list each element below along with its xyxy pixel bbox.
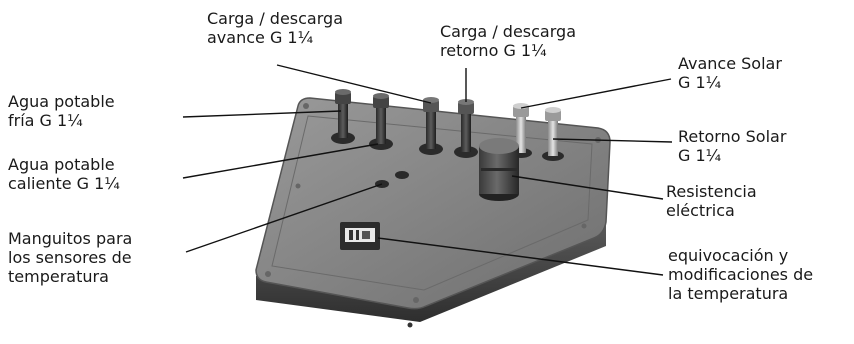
leader-manguitos [185, 183, 383, 253]
thermostat-window [340, 222, 380, 250]
fitting-carga-retorno [454, 99, 478, 158]
label-retorno-solar: Retorno Solar G 1¼ [678, 127, 787, 165]
fitting-agua-fria [331, 89, 355, 144]
fitting-retorno-solar [542, 107, 564, 161]
leader-retorno-solar [552, 138, 673, 143]
leader-lines [182, 64, 673, 276]
leader-agua-fria [182, 110, 342, 118]
label-manguitos: Manguitos para los sensores de temperatu… [8, 229, 133, 286]
label-equivocacion: equivocación y modificaciones de la temp… [668, 246, 814, 303]
leader-equivocacion [377, 237, 664, 276]
leader-avance-solar [520, 78, 672, 109]
fitting-agua-caliente [369, 93, 393, 150]
fitting-carga-avance [419, 97, 443, 155]
leader-agua-caliente [182, 143, 379, 179]
label-resistencia: Resistencia eléctrica [666, 182, 757, 220]
label-agua-fria: Agua potable fría G 1¼ [8, 92, 115, 130]
leader-resistencia [511, 175, 664, 200]
label-carga-avance: Carga / descarga avance G 1¼ [207, 9, 343, 47]
leader-carga-avance [276, 64, 432, 104]
sensor-sleeve-2 [395, 171, 409, 179]
label-agua-caliente: Agua potable caliente G 1¼ [8, 155, 120, 193]
label-carga-retorno: Carga / descarga retorno G 1¼ [440, 22, 576, 60]
resistencia-cylinder [479, 138, 519, 201]
label-avance-solar: Avance Solar G 1¼ [678, 54, 782, 92]
